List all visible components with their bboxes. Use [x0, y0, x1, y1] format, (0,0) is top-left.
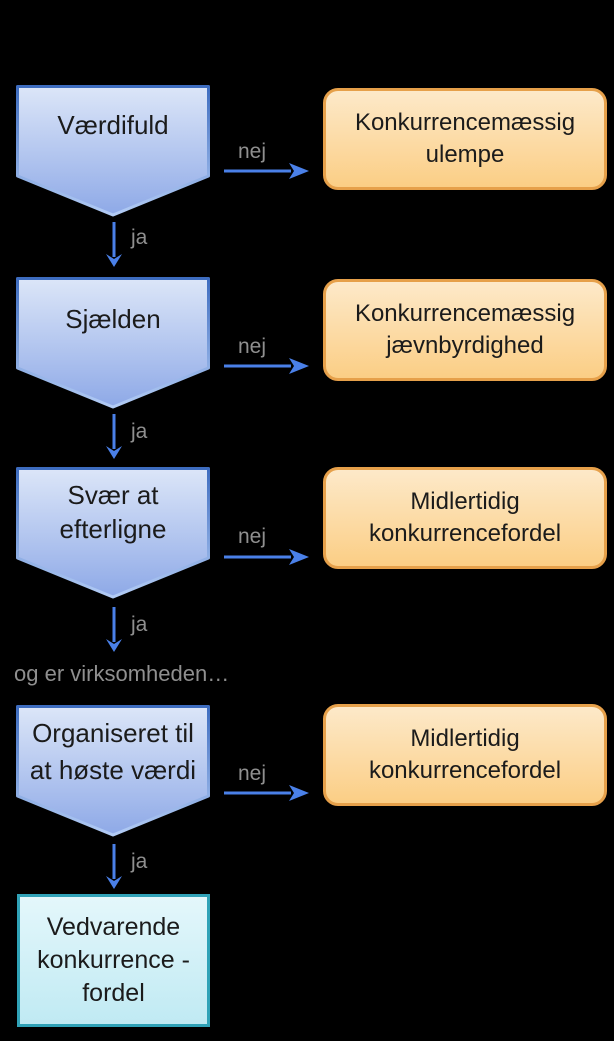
outcome-label: Midlertidig konkurrencefordel: [368, 725, 562, 784]
nej-arrow-icon: [224, 163, 309, 179]
yes-label: ja: [131, 850, 148, 873]
final-vedvarende-konkurrencefordel: Vedvarende konkurrence -fordel: [17, 894, 210, 1027]
nej-arrow-icon: [224, 549, 309, 565]
outcome-midlertidig-konkurrencefordel-2: Midlertidig konkurrencefordel: [323, 704, 607, 806]
decision-sjaelden: Sjælden: [16, 277, 210, 409]
ja-arrow-icon: [106, 607, 122, 652]
decision-label: Sjælden: [65, 304, 161, 334]
pentagon-down-shape: [16, 705, 210, 837]
ja-arrow-icon: [106, 222, 122, 267]
outcome-midlertidig-konkurrencefordel-1: Midlertidig konkurrencefordel: [323, 467, 607, 569]
no-label: nej: [237, 335, 267, 358]
nej-arrow-icon: [224, 785, 309, 801]
decision-vaerdifuld: Værdifuld: [16, 85, 210, 217]
yes-label: ja: [131, 613, 148, 636]
ja-arrow-icon: [106, 414, 122, 459]
outcome-label: Konkurrencemæssig ulempe: [354, 109, 576, 168]
decision-organiseret-til-at-hoeste-vaerdi: Organiseret til at høste værdi: [16, 705, 210, 837]
decision-label: Værdifuld: [57, 110, 169, 140]
outcome-konkurrencemaessig-ulempe: Konkurrencemæssig ulempe: [323, 88, 607, 190]
decision-label: Svær at efterligne: [59, 480, 167, 544]
outcome-label: Midlertidig konkurrencefordel: [368, 488, 562, 547]
ja-arrow-icon: [106, 844, 122, 889]
pentagon-down-shape: [16, 277, 210, 409]
no-label: nej: [237, 140, 267, 163]
no-label: nej: [237, 762, 267, 785]
no-label: nej: [237, 525, 267, 548]
decision-label: Organiseret til at høste værdi: [29, 718, 197, 785]
pentagon-down-shape: [16, 85, 210, 217]
pentagon-down-shape: [16, 467, 210, 599]
nej-arrow-icon: [224, 358, 309, 374]
yes-label: ja: [131, 226, 148, 249]
note-og-er-virksomheden: og er virksomheden…: [14, 661, 230, 686]
yes-label: ja: [131, 420, 148, 443]
outcome-label: Konkurrencemæssig jævnbyrdighed: [354, 300, 576, 359]
final-outcome-label: Vedvarende konkurrence -fordel: [37, 913, 190, 1007]
decision-svaer-at-efterligne: Svær at efterligne: [16, 467, 210, 599]
outcome-konkurrencemaessig-jaevnbyrdighed: Konkurrencemæssig jævnbyrdighed: [323, 279, 607, 381]
